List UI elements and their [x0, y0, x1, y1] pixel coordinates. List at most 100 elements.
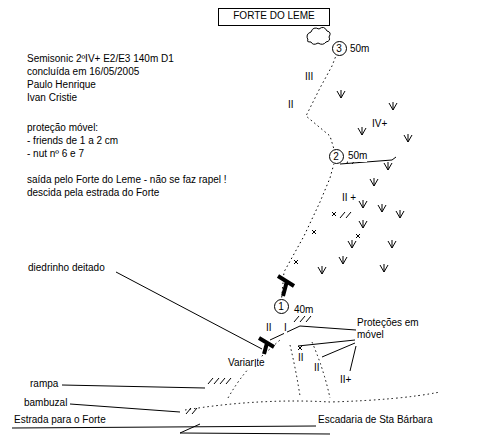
stroke [362, 128, 366, 135]
stroke [404, 135, 408, 142]
topo-label: rampa [30, 378, 58, 390]
topo-label: III [305, 71, 313, 83]
topo-label: Ivan Cristie [27, 92, 77, 104]
topo-label: Variante [228, 357, 265, 369]
stroke [393, 102, 394, 110]
stroke [341, 90, 342, 98]
stroke [363, 221, 367, 228]
ledge-line [270, 326, 356, 340]
route-line [306, 56, 336, 148]
dotted-route [185, 340, 440, 410]
callout-number: 2 [330, 150, 343, 163]
stroke [388, 241, 392, 248]
stroke [343, 257, 347, 264]
topo-label: bambuzal [24, 397, 67, 409]
stroke [337, 91, 341, 98]
topo-label: I [254, 358, 257, 370]
tree-symbol [259, 276, 294, 354]
stroke [322, 267, 326, 274]
stroke [363, 220, 364, 228]
topo-label: 50m [348, 150, 367, 162]
topo-label: - friends de 1 a 2 cm [27, 135, 118, 147]
stroke [322, 266, 323, 274]
stroke [359, 221, 363, 228]
pitch-number: 3 [332, 41, 347, 56]
leader-line [298, 340, 356, 371]
stroke [294, 260, 298, 264]
topo-label: descida pela estrada do Forte [27, 187, 159, 199]
stroke [348, 241, 352, 248]
stroke [408, 135, 412, 142]
topo-label: II + [342, 192, 356, 204]
topo-label: II [314, 362, 320, 374]
stroke [384, 265, 388, 272]
callout-number: 3 [333, 42, 346, 55]
stroke [400, 210, 401, 218]
stroke [378, 205, 382, 212]
leader-line [116, 272, 262, 349]
stroke [392, 241, 396, 248]
stroke [389, 103, 393, 110]
stroke [208, 378, 213, 384]
pitch-number: 1 [274, 299, 289, 314]
topo-label: II [266, 322, 272, 334]
pitch-number: 2 [329, 149, 344, 164]
bolt-marks [186, 90, 412, 414]
topo-label: Estrada para o Forte [14, 414, 106, 426]
topo-label: concluída em 16/05/2005 [27, 66, 139, 78]
stroke [384, 264, 385, 272]
stroke [306, 316, 311, 322]
stroke [356, 234, 360, 238]
topo-label: 40m [294, 304, 313, 316]
stroke [300, 316, 305, 322]
stroke [186, 408, 191, 414]
stroke [388, 162, 389, 170]
topo-label: proteção móvel: [27, 122, 98, 134]
topo-label: saída pelo Forte do Leme - não se faz ra… [27, 174, 227, 186]
stroke [312, 230, 316, 234]
stroke [298, 346, 302, 350]
topo-label: II+ [340, 374, 351, 386]
topo-label: Paulo Henrique [27, 79, 96, 91]
topo-label: Semisonic 2ºIV+ E2/E3 140m D1 [27, 53, 174, 65]
stroke [192, 408, 197, 414]
stroke [340, 212, 345, 218]
stroke [318, 267, 322, 274]
stroke [294, 260, 298, 264]
stroke [352, 240, 353, 248]
stroke [408, 134, 409, 142]
topo-label: Escadaria de Sta Bárbara [318, 414, 433, 426]
stroke [382, 204, 383, 212]
title-text: FORTE DO LEME [233, 10, 315, 21]
stroke [370, 179, 374, 186]
stroke [382, 205, 386, 212]
stroke [214, 378, 219, 384]
stroke [363, 200, 364, 208]
stroke [396, 211, 400, 218]
stroke [294, 316, 299, 322]
route-line [282, 164, 334, 297]
stroke [298, 346, 302, 350]
leader-line [62, 385, 205, 388]
stroke [220, 378, 225, 384]
stroke [388, 163, 392, 170]
stroke [343, 256, 344, 264]
topo-label: II [288, 99, 294, 111]
stroke [374, 179, 378, 186]
callout-number: 1 [275, 300, 288, 313]
topo-label: - nut nº 6 e 7 [27, 148, 84, 160]
stroke [332, 212, 336, 216]
topo-label: II [298, 352, 304, 364]
stroke [362, 127, 363, 135]
title-box: FORTE DO LEME [218, 8, 330, 26]
leader-line [70, 404, 180, 412]
topo-label: 50m [350, 43, 369, 55]
stroke [332, 212, 336, 216]
topo-label: diedrinho deitado [28, 262, 105, 274]
stroke [339, 257, 343, 264]
stroke [392, 240, 393, 248]
stroke [352, 241, 356, 248]
stroke [374, 178, 375, 186]
stroke [226, 378, 231, 384]
